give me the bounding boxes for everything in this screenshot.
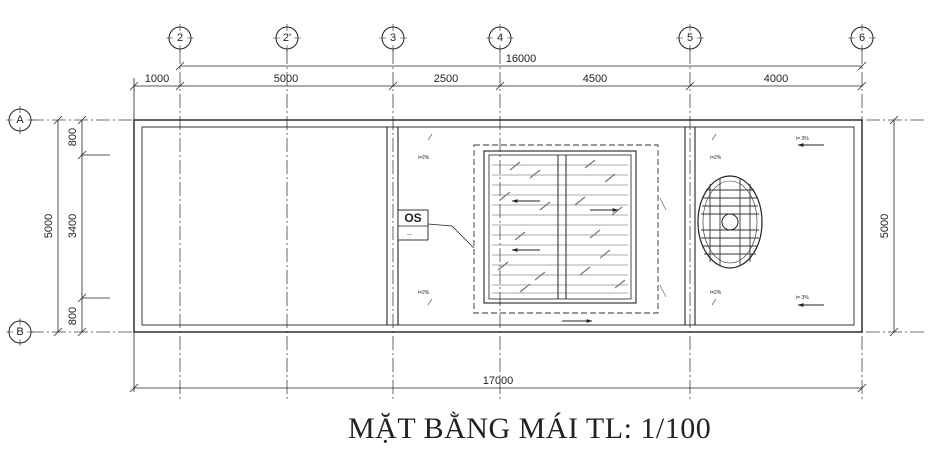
- skylight-slats: [492, 164, 628, 294]
- vent-grille: [697, 175, 763, 269]
- drawing-title: MẶT BẰNG MÁI TL: 1/100: [348, 412, 712, 445]
- grid-bubble-2: 2: [166, 24, 194, 52]
- slope-note-left-bottom: i=2%: [418, 290, 430, 296]
- grid-bubble-B: B: [6, 318, 34, 346]
- dim-left-seg-2: 3400: [67, 214, 79, 238]
- slope-notes: i=2% i=2% i=2% i=2% i= 3% i= 3%: [418, 133, 824, 307]
- svg-text:A: A: [16, 114, 24, 126]
- slope-note-left-top: i=2%: [418, 155, 430, 161]
- svg-text:5: 5: [687, 32, 693, 44]
- slope-note-right-bottom: i=2%: [710, 290, 722, 296]
- os-tag-label: OS: [404, 211, 421, 225]
- os-tag-sub: ---: [407, 232, 412, 238]
- skylight-glass-hatch: [497, 159, 626, 293]
- svg-text:4: 4: [497, 32, 503, 44]
- svg-text:3: 3: [390, 32, 396, 44]
- slope-note-far-right-top: i= 3%: [796, 136, 809, 142]
- grid-bubble-A: A: [6, 106, 34, 134]
- dim-top-seg-4: 4500: [583, 73, 607, 85]
- dim-top-seg-5: 4000: [764, 73, 788, 85]
- svg-text:6: 6: [859, 32, 865, 44]
- svg-text:B: B: [16, 326, 23, 338]
- dim-right-total: 5000: [879, 214, 891, 238]
- dim-top-total: 16000: [506, 53, 537, 65]
- os-leader-line: [427, 223, 475, 249]
- grid-bubble-3: 3: [379, 24, 407, 52]
- dim-top-seg-3: 2500: [434, 73, 458, 85]
- grid-bubble-4: 4: [486, 24, 514, 52]
- grid-lines: [30, 50, 925, 400]
- bottom-dimension: [129, 332, 867, 393]
- dim-top-seg-1: 1000: [145, 73, 169, 85]
- dim-top-seg-2: 5000: [274, 73, 298, 85]
- os-tag: OS ---: [397, 209, 429, 241]
- dim-left-seg-1: 800: [67, 128, 79, 146]
- grid-bubble-2p: 2': [273, 24, 301, 52]
- skylight-opening: [473, 144, 659, 323]
- top-dimension-chains: [129, 61, 867, 120]
- grid-bubbles-columns: 2 2' 3 4 5: [166, 24, 876, 52]
- roof-outline: [133, 119, 863, 333]
- dim-left-seg-3: 800: [67, 307, 79, 325]
- slope-note-right-top: i=2%: [710, 155, 722, 161]
- svg-text:2: 2: [177, 32, 183, 44]
- right-dimension: [889, 115, 899, 337]
- grid-bubble-5: 5: [676, 24, 704, 52]
- dim-left-total: 5000: [43, 214, 55, 238]
- left-dimension-chains: [53, 115, 110, 337]
- grid-bubbles-rows: A B: [6, 106, 34, 346]
- dim-bottom-total: 17000: [483, 375, 514, 387]
- slope-note-far-right-bottom: i= 3%: [796, 295, 809, 301]
- grid-bubble-6: 6: [848, 24, 876, 52]
- svg-text:2': 2': [283, 32, 291, 44]
